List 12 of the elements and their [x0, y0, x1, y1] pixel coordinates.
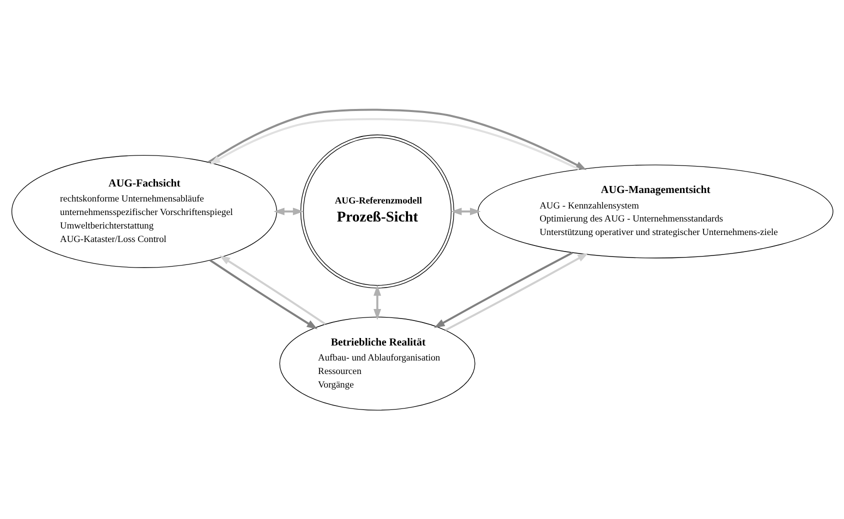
node-ellipse: Betriebliche Realität Aufbau- und Ablauforganisation Ressourcen Vorgänge — [278, 316, 475, 410]
arrow — [444, 252, 588, 331]
arrow — [273, 207, 304, 215]
node-ellipse: AUG-Managementsicht AUG - Kennzahlensystem Optimierung des AUG - Unternehmensstandards Unterstützung operativer und strategischer Unternehmens-ziele — [477, 164, 833, 258]
arrow — [207, 108, 586, 170]
arrow — [209, 118, 579, 170]
node-circle: AUG-Referenzmodell Prozeß-Sicht — [300, 134, 454, 288]
arrow — [209, 258, 318, 329]
arrow — [373, 284, 381, 320]
arrow — [218, 254, 326, 324]
arrow — [450, 207, 480, 215]
arrow — [433, 251, 572, 328]
